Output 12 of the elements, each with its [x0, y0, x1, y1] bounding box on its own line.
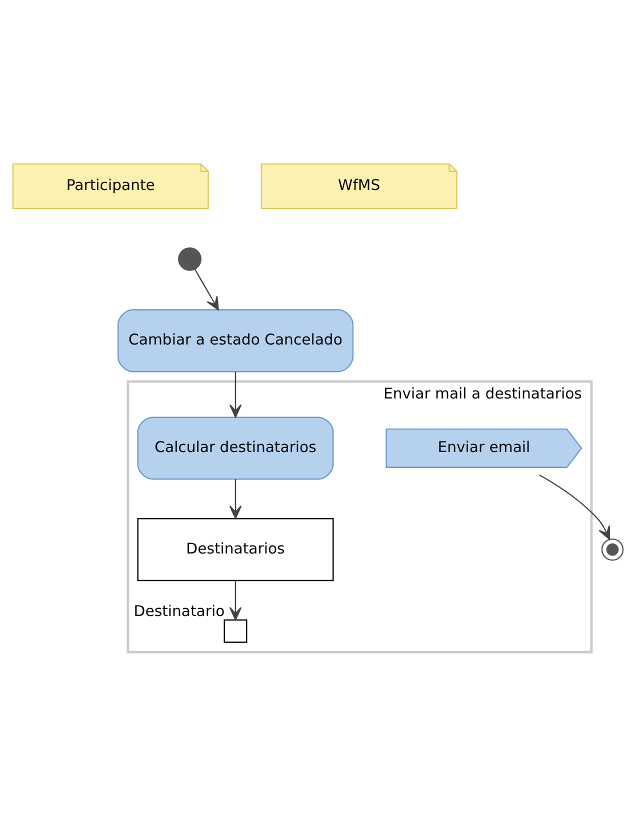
arrow [229, 580, 242, 620]
node-circle [178, 247, 202, 271]
node-circle [601, 538, 624, 561]
arrow [229, 372, 242, 418]
node-box: Calcular destinatarios [137, 416, 334, 480]
arrow [194, 269, 219, 310]
node-box: Cambiar a estado Cancelado [117, 309, 354, 372]
node-label: Destinatario [134, 602, 225, 620]
node-box: Destinatarios [137, 518, 334, 582]
node-box [224, 619, 248, 643]
arrow [229, 479, 242, 519]
arrow [539, 474, 610, 540]
